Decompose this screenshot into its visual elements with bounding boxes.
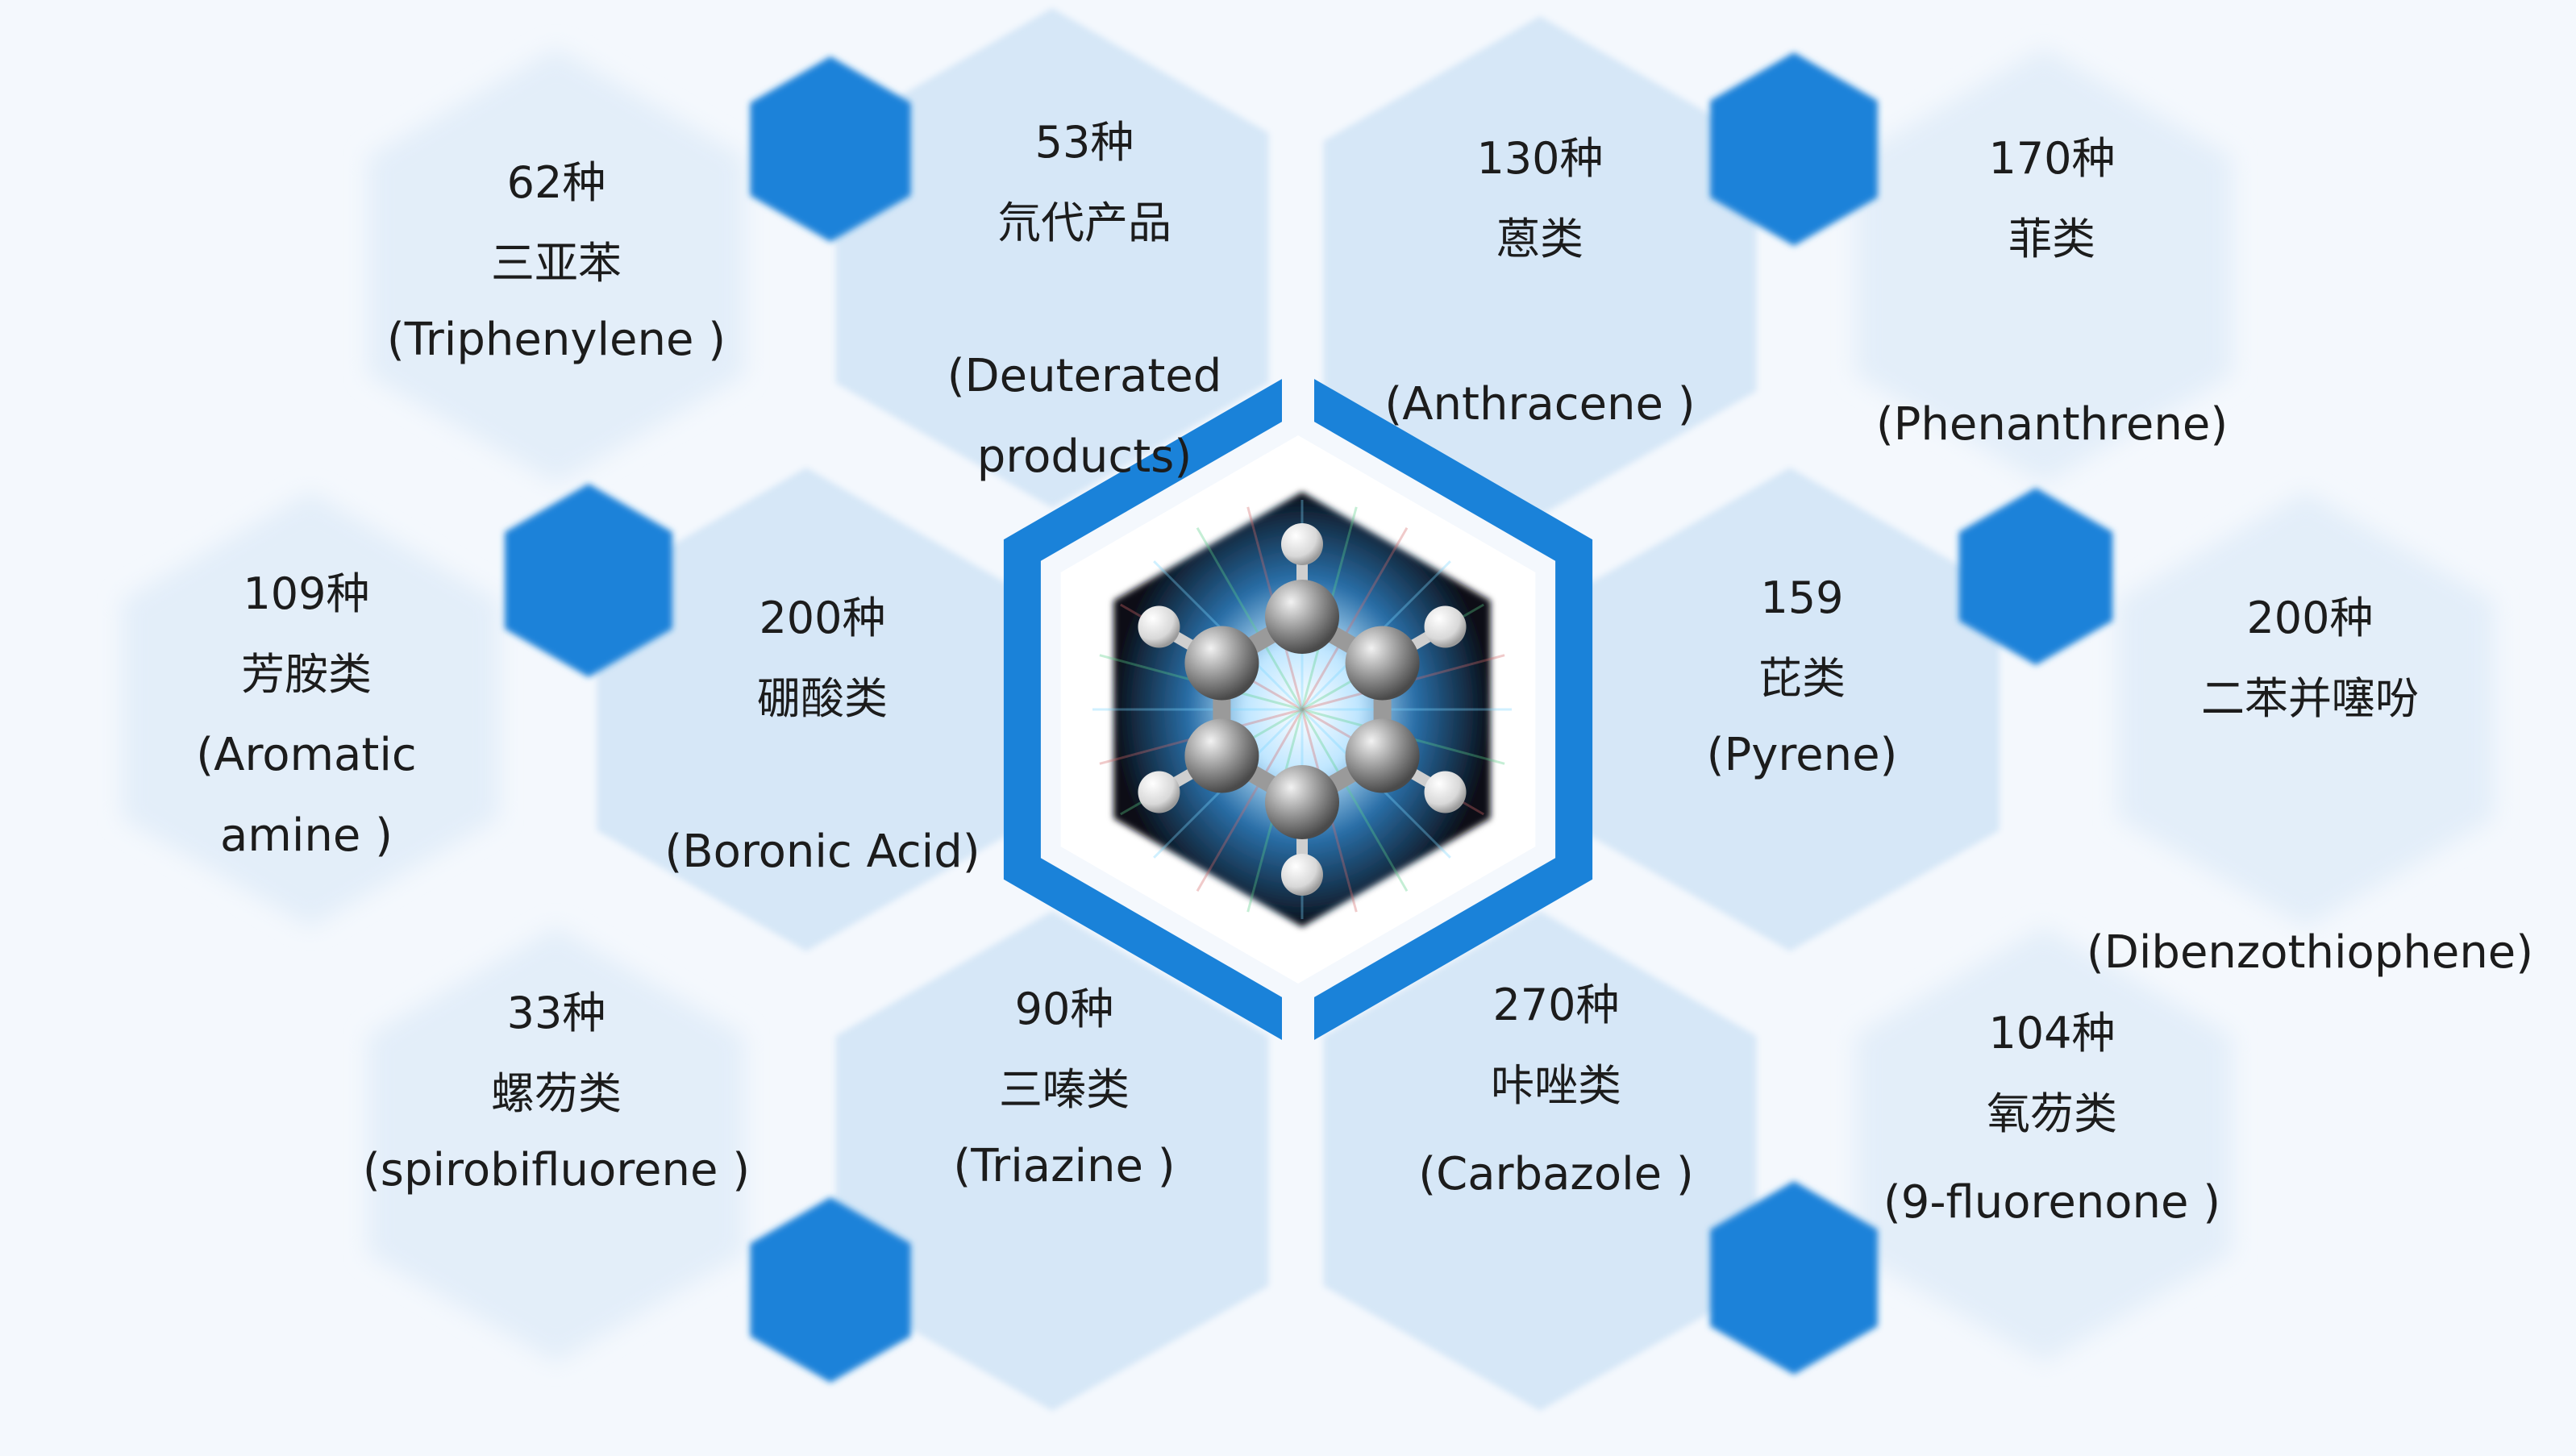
hexagon-tile [2117, 492, 2495, 927]
product-name-cn: 氧芴类 [1987, 1088, 2117, 1139]
carbon-atom [1345, 626, 1420, 701]
product-name-cn: 硼酸类 [757, 673, 888, 724]
product-name-en: (Triazine ) [953, 1140, 1175, 1192]
hexagon-tile [368, 48, 745, 484]
hexagon-tile [1323, 911, 1757, 1411]
product-count: 104种 [1988, 1008, 2115, 1059]
frame-gap [1282, 992, 1314, 1064]
product-label: 159 芘类 (Pyrene) [1707, 572, 1898, 781]
product-count: 159 [1760, 572, 1843, 623]
product-name-cn: 三亚苯 [491, 238, 622, 289]
light-ray [1196, 527, 1304, 710]
hexagon-tile [122, 492, 499, 927]
product-name-cn: 二苯并噻吩 [2201, 673, 2419, 724]
product-count: 130种 [1476, 133, 1603, 184]
product-name-en: (Boronic Acid) [664, 826, 980, 878]
product-count: 200种 [2246, 593, 2373, 643]
hydrogen-atom [1138, 771, 1180, 813]
product-count: 62种 [507, 157, 606, 208]
product-count: 200种 [759, 593, 885, 643]
accent-hexagon [1710, 52, 1878, 246]
benzene-molecule-icon [1092, 492, 1512, 927]
light-ray [1196, 709, 1304, 892]
hexagon-tile [1855, 927, 2233, 1362]
hexagon-tile [835, 911, 1269, 1411]
product-name-cn: 氘代产品 [997, 198, 1171, 248]
accent-hexagon [505, 484, 672, 677]
hexagon-tile [368, 927, 745, 1362]
product-name-en: (Pyrene) [1707, 729, 1898, 781]
hydrogen-atom [1281, 523, 1323, 565]
hydrogen-atom [1424, 771, 1467, 813]
hexagon-tile [1855, 48, 2233, 484]
accent-hexagons [505, 52, 2113, 1383]
product-name-en: (Deuterated [947, 350, 1222, 402]
frame-gap [1282, 355, 1314, 427]
product-name-en: amine ) [220, 809, 393, 862]
product-name-cn: 螺芴类 [491, 1068, 622, 1119]
product-count: 90种 [1015, 984, 1114, 1034]
hydrogen-atom [1424, 605, 1467, 648]
accent-hexagon [750, 1197, 911, 1383]
product-count: 270种 [1492, 980, 1619, 1030]
carbon-atom [1184, 718, 1259, 793]
product-name-en: (Triphenylene ) [387, 314, 726, 366]
product-name-en: products) [977, 431, 1192, 483]
product-name-en: (Carbazole ) [1418, 1148, 1693, 1200]
accent-hexagon [1958, 488, 2113, 665]
accent-hexagon [1710, 1181, 1878, 1375]
product-name-cn: 芳胺类 [241, 649, 372, 700]
product-name-en: (Dibenzothiophene) [2087, 926, 2533, 979]
hexagon-tile [1580, 468, 2000, 951]
light-ray [1300, 709, 1409, 892]
accent-hexagon [750, 56, 911, 242]
product-name-en: (Anthracene ) [1384, 378, 1695, 431]
product-name-cn: 芘类 [1758, 653, 1846, 704]
product-name-en: (Phenanthrene) [1876, 398, 2228, 451]
product-count: 170种 [1988, 133, 2115, 184]
product-count: 53种 [1035, 117, 1134, 168]
carbon-atom [1265, 765, 1339, 839]
product-count: 33种 [507, 988, 606, 1038]
carbon-atom [1184, 626, 1259, 701]
hexagon-tile [597, 468, 1016, 951]
hydrogen-atom [1138, 605, 1180, 648]
hexagon-tile [835, 8, 1269, 508]
hexagon-tiles [122, 8, 2495, 1411]
product-name-cn: 咔唑类 [1491, 1060, 1621, 1111]
product-name-cn: 蒽类 [1496, 214, 1583, 264]
hexagon-tile [1323, 16, 1757, 516]
carbon-atom [1265, 580, 1339, 654]
light-ray [1300, 527, 1409, 710]
product-count: 109种 [243, 568, 369, 619]
carbon-atom [1345, 718, 1420, 793]
product-name-en: (spirobifluorene ) [363, 1144, 750, 1196]
product-name-en: (9-fluorenone ) [1883, 1176, 2220, 1229]
product-name-cn: 三嗪类 [999, 1064, 1130, 1115]
product-name-cn: 菲类 [2008, 214, 2095, 264]
hydrogen-atom [1281, 854, 1323, 896]
molecule-glow [1113, 492, 1491, 927]
product-name-en: (Aromatic [196, 729, 416, 781]
